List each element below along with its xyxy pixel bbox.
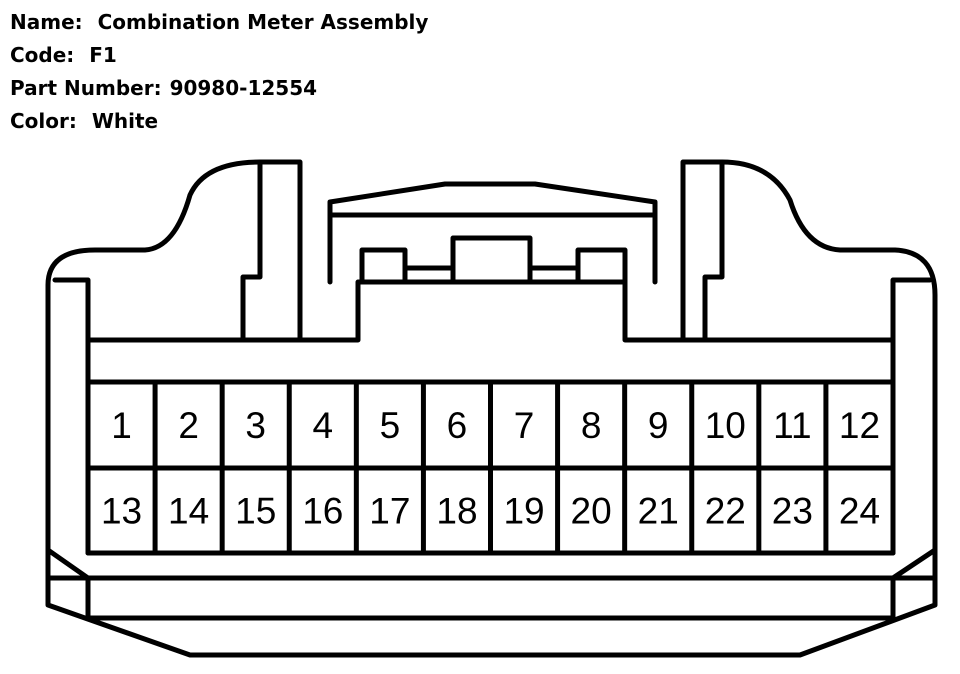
pin-label: 13 <box>101 491 142 532</box>
pin-label: 2 <box>178 405 199 446</box>
bottom-inner <box>85 575 896 621</box>
right-latch-guide <box>680 159 725 343</box>
left-latch-guide <box>240 159 303 343</box>
connector-info-block: Name: Combination Meter Assembly Code: F… <box>10 6 428 138</box>
right-bottom-chamfer <box>890 547 938 581</box>
color-value: White <box>91 109 159 133</box>
part-number-label: Part Number: <box>10 76 162 100</box>
code-row: Code: F1 <box>10 39 428 72</box>
left-bottom-chamfer <box>45 547 91 581</box>
lock-tab <box>327 181 658 285</box>
lock-tab-left-notch <box>359 247 408 285</box>
code-value: F1 <box>89 43 117 67</box>
pin-label: 23 <box>772 491 813 532</box>
pin-label: 18 <box>436 491 477 532</box>
pin-label: 5 <box>380 405 401 446</box>
pin-label: 19 <box>503 491 544 532</box>
part-number-row: Part Number: 90980-12554 <box>10 72 428 105</box>
pin-label: 10 <box>705 405 746 446</box>
pin-label: 14 <box>168 491 209 532</box>
pin-label: 7 <box>514 405 535 446</box>
pin-label: 6 <box>447 405 468 446</box>
left-inner-wall <box>52 277 246 343</box>
pin-label: 3 <box>245 405 266 446</box>
pin-label: 12 <box>839 405 880 446</box>
lock-tab-right-notch <box>575 247 628 285</box>
color-row: Color: White <box>10 105 428 138</box>
part-number-value: 90980-12554 <box>169 76 318 100</box>
pin-label: 17 <box>369 491 410 532</box>
pin-label: 24 <box>839 491 880 532</box>
pin-label: 4 <box>313 405 334 446</box>
color-label: Color: <box>10 109 77 133</box>
pin-label: 1 <box>111 405 132 446</box>
code-label: Code: <box>10 43 75 67</box>
name-value: Combination Meter Assembly <box>97 10 429 34</box>
pin-label: 20 <box>571 491 612 532</box>
pin-label: 8 <box>581 405 602 446</box>
pin-label: 15 <box>235 491 276 532</box>
right-inner-wall <box>702 277 933 343</box>
pin-label: 9 <box>648 405 669 446</box>
pin-label: 11 <box>773 405 811 446</box>
name-label: Name: <box>10 10 83 34</box>
name-row: Name: Combination Meter Assembly <box>10 6 428 39</box>
pin-label: 21 <box>638 491 679 532</box>
lock-tab-center-notch <box>450 235 533 285</box>
pin-label: 16 <box>302 491 343 532</box>
pin-label: 22 <box>705 491 746 532</box>
